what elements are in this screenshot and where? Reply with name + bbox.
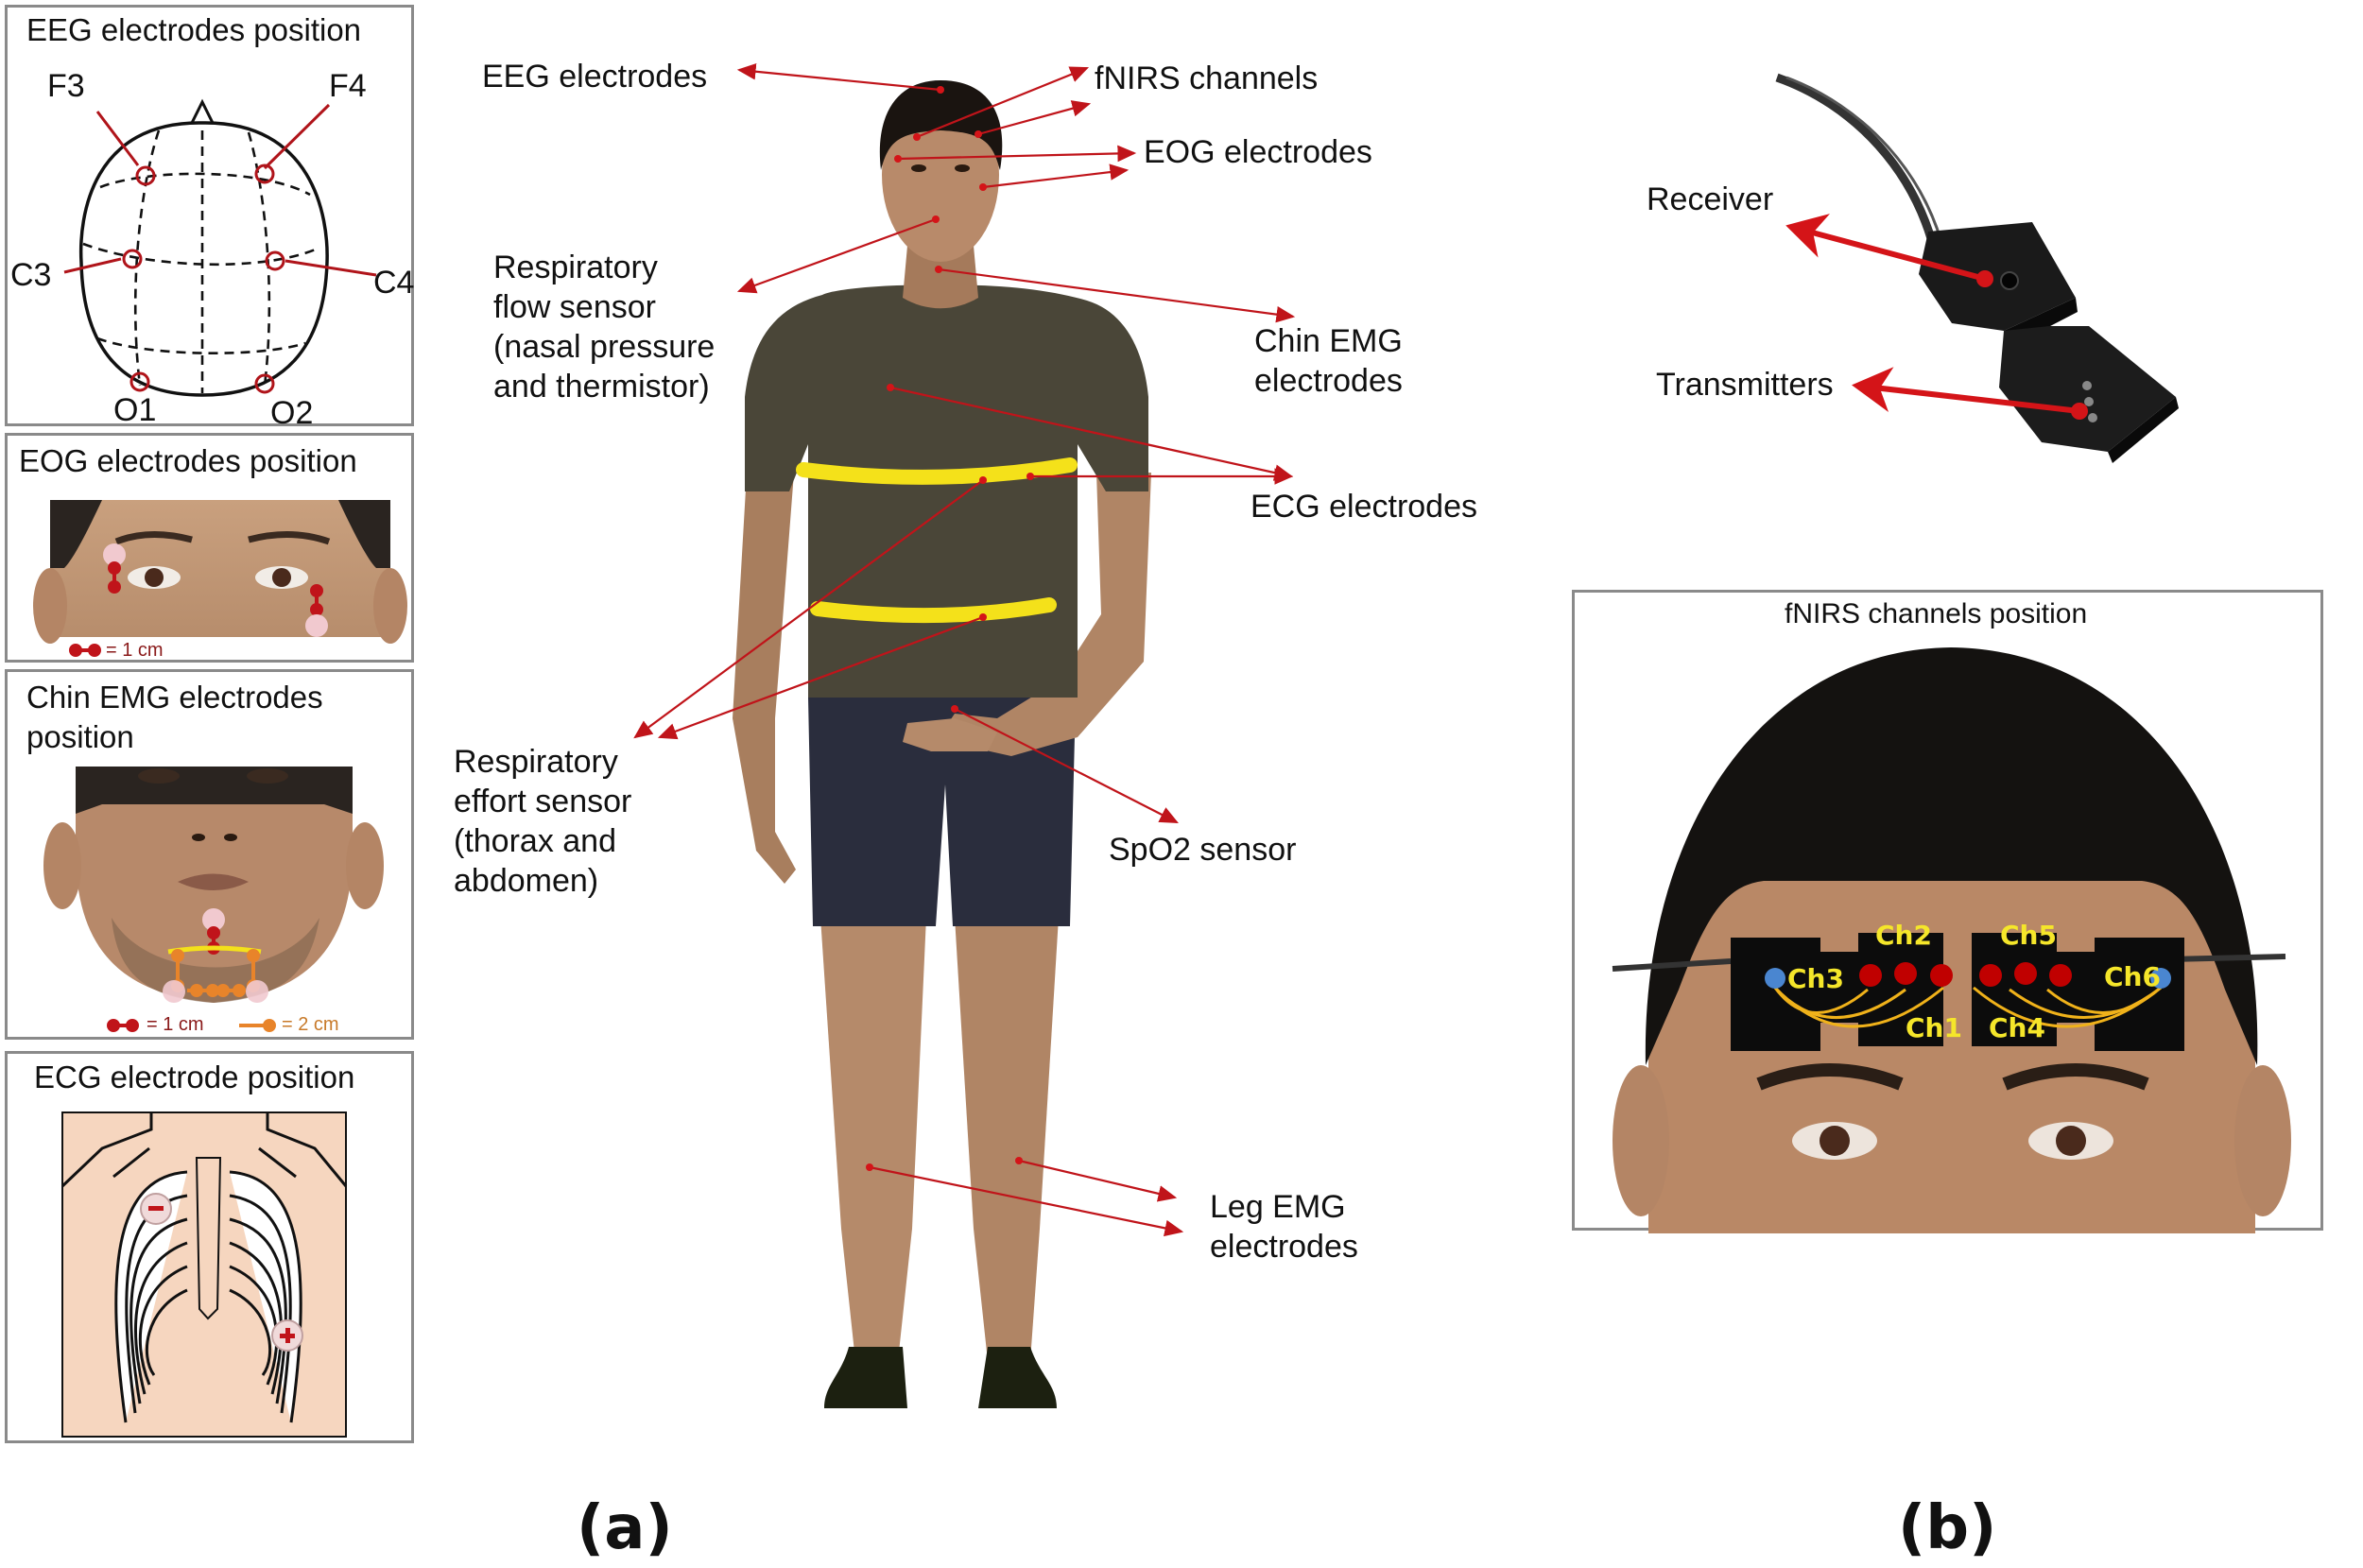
electrode-label-c4: C4 bbox=[373, 265, 415, 301]
left-hand bbox=[903, 718, 997, 751]
channel-label-ch2: Ch2 bbox=[1875, 920, 1932, 951]
arrow-chin-emg bbox=[938, 267, 1296, 323]
detector-right bbox=[2150, 968, 2171, 989]
shirt bbox=[745, 284, 1148, 698]
arrow-ecg-1 bbox=[889, 386, 1294, 481]
label-fnirs-channels: fNIRS channels bbox=[1095, 60, 1319, 96]
thorax-belt bbox=[796, 457, 1078, 485]
channel-label-ch1: Ch1 bbox=[1906, 1012, 1962, 1043]
label-receiver: Receiver bbox=[1647, 181, 1774, 217]
ecg-positive-electrode-icon bbox=[271, 1319, 303, 1352]
electrode-o1 bbox=[129, 371, 150, 392]
left-shoe bbox=[824, 1347, 907, 1408]
figure-label-a: (a) bbox=[577, 1493, 673, 1563]
label-transmitters: Transmitters bbox=[1656, 367, 1834, 403]
channel-label-ch6: Ch6 bbox=[2104, 961, 2161, 992]
arrow-resp-effort-2 bbox=[657, 615, 984, 740]
label-chin-emg-electrodes: Chin EMG electrodes bbox=[1254, 323, 1403, 399]
arrow-eog-2 bbox=[982, 164, 1130, 189]
arrow-resp-flow bbox=[736, 217, 937, 294]
right-arm bbox=[945, 473, 1151, 756]
channel-label-ch5: Ch5 bbox=[2000, 920, 2057, 951]
arrow-resp-effort-1 bbox=[633, 479, 984, 739]
hair bbox=[879, 80, 1003, 170]
electrode-c4 bbox=[265, 250, 285, 271]
scale-1cm-icon bbox=[69, 644, 101, 657]
electrode-f3 bbox=[135, 165, 156, 186]
head-outline bbox=[78, 121, 329, 397]
fnirs-position-panel: fNIRS channels position bbox=[1572, 590, 2323, 1233]
left-leg bbox=[820, 917, 926, 1361]
figure-label-b: (b) bbox=[1898, 1493, 1997, 1563]
arrow-leg-emg-1 bbox=[869, 1165, 1184, 1237]
right-leg bbox=[955, 917, 1059, 1361]
eog-legend-1cm: = 1 cm bbox=[106, 640, 164, 661]
eog-position-panel: EOG electrodes position = bbox=[5, 433, 414, 663]
eeg-panel-title: EEG electrodes position bbox=[26, 12, 362, 47]
electrode-c3 bbox=[122, 249, 143, 269]
ecg-negative-electrode-icon bbox=[140, 1193, 172, 1225]
channel-label-ch3: Ch3 bbox=[1787, 963, 1844, 994]
label-eog-electrodes: EOG electrodes bbox=[1144, 134, 1372, 170]
arrow-eeg bbox=[736, 62, 941, 92]
source-emitters bbox=[1859, 962, 2072, 987]
arrow-eog-1 bbox=[897, 145, 1137, 163]
scale-1cm-icon bbox=[107, 1019, 139, 1032]
scale-2cm-icon bbox=[239, 1019, 276, 1032]
label-eeg-electrodes: EEG electrodes bbox=[482, 59, 708, 95]
label-ecg-electrodes: ECG electrodes bbox=[1250, 489, 1477, 525]
chin-legend-2cm: = 2 cm bbox=[282, 1014, 339, 1035]
eog-panel-title: EOG electrodes position bbox=[19, 443, 357, 478]
fnirs-face-illustration: Ch2 Ch3 Ch1 Ch5 Ch6 Ch4 bbox=[1612, 647, 2291, 1233]
arrow-fnirs-1 bbox=[916, 66, 1090, 139]
detector-left bbox=[1765, 968, 1785, 989]
electrode-label-c3: C3 bbox=[10, 257, 52, 293]
left-arm bbox=[733, 473, 796, 884]
eeg-head-diagram bbox=[63, 98, 377, 397]
channel-label-ch4: Ch4 bbox=[1989, 1012, 2045, 1043]
arrow-spo2 bbox=[954, 708, 1179, 824]
electrode-f4 bbox=[254, 164, 275, 184]
eog-face-illustration bbox=[33, 500, 407, 657]
eog-electrode-right bbox=[305, 584, 328, 637]
chin-legend-1cm: = 1 cm bbox=[147, 1014, 204, 1035]
ribcage-right bbox=[229, 1170, 302, 1423]
chin-face-illustration bbox=[43, 767, 384, 1032]
arrow-fnirs-2 bbox=[977, 100, 1092, 136]
neck bbox=[903, 246, 978, 309]
ecg-position-panel: ECG electrode position bbox=[5, 1051, 414, 1443]
label-resp-flow-sensor: Respiratory flow sensor (nasal pressure … bbox=[493, 250, 716, 405]
chin-emg-position-panel: Chin EMG electrodes position bbox=[5, 669, 414, 1040]
label-leg-emg-electrodes: Leg EMG electrodes bbox=[1210, 1189, 1358, 1265]
right-optode-pad bbox=[1972, 933, 2184, 1051]
arrow-leg-emg-2 bbox=[1018, 1159, 1178, 1202]
electrode-label-f3: F3 bbox=[47, 68, 85, 104]
eog-electrode-left bbox=[103, 543, 126, 594]
electrode-label-o1: O1 bbox=[113, 392, 157, 428]
electrode-label-f4: F4 bbox=[329, 68, 367, 104]
eeg-position-panel: EEG electrodes position F3 F4 C3 C4 O1 O bbox=[5, 5, 415, 431]
right-shoe bbox=[978, 1347, 1057, 1408]
hair-top bbox=[1645, 647, 2258, 1065]
label-spo2-sensor: SpO2 sensor bbox=[1109, 832, 1297, 868]
nose-marker-icon bbox=[190, 98, 215, 124]
abdomen-belt bbox=[810, 597, 1057, 624]
electrode-o2 bbox=[254, 373, 275, 394]
chin-emg-panel-title: Chin EMG electrodes position bbox=[26, 680, 323, 754]
electrode-label-o2: O2 bbox=[270, 395, 314, 431]
channel-paths bbox=[1773, 986, 2162, 1028]
label-resp-effort-sensor: Respiratory effort sensor (thorax and ab… bbox=[454, 744, 632, 899]
ecg-chest-illustration bbox=[60, 1111, 348, 1438]
fnirs-panel-title: fNIRS channels position bbox=[1785, 598, 2088, 629]
ecg-panel-title: ECG electrode position bbox=[34, 1060, 355, 1094]
